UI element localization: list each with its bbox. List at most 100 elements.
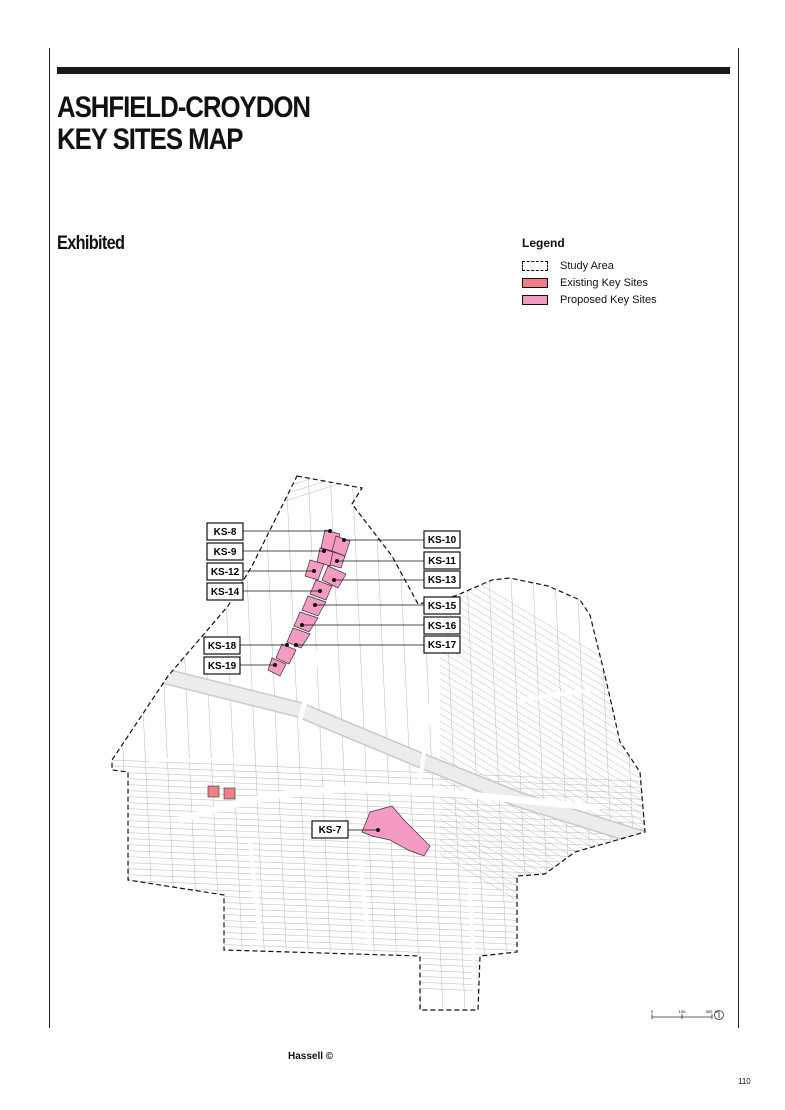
label-ks-18: KS-18 [203,636,241,655]
footer-credit: Hassell © [288,1051,334,1062]
scale-tick-label: 150 [679,1009,686,1014]
parcel-line [263,476,290,1010]
street [248,839,262,941]
parcel-layer [112,476,645,1010]
street [519,688,591,702]
parcel-line [112,969,645,993]
street [418,639,442,781]
parcel-line [112,476,621,502]
parcel-line [439,678,645,812]
parcel-line [527,476,554,1010]
parcel-line [593,476,620,1010]
parcel-line [439,699,645,833]
site-ks-7 [361,805,431,857]
parcel-line [439,476,466,1010]
legend-title: Legend [522,236,565,250]
label-ks-10: KS-10 [423,530,461,549]
label-ks-13: KS-13 [423,570,461,589]
legend-label: Study Area [560,259,614,272]
parcel-line [439,706,645,840]
site-ks-13 [321,565,347,589]
parcel-line [439,580,645,714]
scale-tick-label: 0 [651,1009,654,1014]
parcel-line [112,963,645,987]
label-text: KS-12 [211,567,240,578]
label-text: KS-11 [428,556,456,567]
label-text: KS-18 [208,641,237,652]
parcel-line [395,476,422,1010]
parcel-line [112,831,645,855]
parcel-line [112,476,621,544]
parcel-line [571,476,598,1010]
label-text: KS-7 [319,825,342,836]
parcel-line [439,671,645,805]
page-margin-right [738,48,739,1028]
parcel-line [131,476,158,1010]
parcel-line [112,771,645,795]
parcel-line [175,476,202,1010]
legend-label: Proposed Key Sites [560,293,657,306]
legend-item-existing: Existing Key Sites [522,274,722,291]
existing-key-site [207,785,220,798]
parcel-line [439,650,645,784]
label-text: KS-14 [211,587,240,598]
parcel-line [112,476,621,495]
label-ks-12: KS-12 [206,562,244,581]
label-ks-8: KS-8 [206,522,244,541]
label-text: KS-10 [428,535,457,546]
parcel-line [307,476,334,1010]
parcel-line [439,601,645,735]
legend: Legend Study Area Existing Key Sites Pro… [522,236,722,308]
legend-item-proposed: Proposed Key Sites [522,291,722,308]
parcel-line [112,476,621,481]
proposed-key-sites-swatch [522,294,548,305]
label-ks-15: KS-15 [423,596,461,615]
site-ks-19 [267,657,287,677]
label-ks-14: KS-14 [206,582,244,601]
parcel-line [637,476,645,1010]
page-margin-left [49,48,50,1028]
parcel-line [112,759,645,783]
parcel-line [483,476,510,1010]
parcel-line [153,476,180,1010]
label-ks-19: KS-19 [203,656,241,675]
parcel-line [112,927,645,951]
study-area-swatch [522,260,548,271]
main-road [178,784,601,824]
label-text: KS-15 [428,601,457,612]
parcel-line [112,903,645,927]
label-ks-11: KS-11 [423,551,461,570]
parcel-line [112,849,645,873]
parcel-line [112,476,621,509]
scale-bar: 0 150 300 m [651,1009,719,1019]
parcel-line [112,873,645,897]
parcel-line [439,692,645,826]
parcel-line [112,861,645,885]
parcel-line [439,657,645,791]
railway-corridor-fill [112,653,645,857]
existing-key-site [223,787,236,800]
parcel-line [439,685,645,819]
legend-item-study-area: Study Area [522,257,722,274]
parcel-line [112,939,645,963]
label-text: KS-13 [428,575,457,586]
parcel-line [112,476,621,558]
parcel-line [505,476,532,1010]
parcel-line [439,559,645,693]
parcel-line [112,897,645,921]
label-ks-16: KS-16 [423,616,461,635]
parcel-line [112,945,645,969]
legend-label: Existing Key Sites [560,276,649,289]
parcel-line [112,933,645,957]
parcel-line [112,957,645,981]
parcel-line [112,915,645,939]
north-arrow-icon [714,1010,724,1020]
parcel-line [112,837,645,861]
title-line-1: ASHFIELD-CROYDON [57,91,311,124]
parcel-line [112,879,645,903]
page-subtitle: Exhibited [57,233,125,254]
label-ks-9: KS-9 [206,542,244,561]
parcel-line [112,909,645,933]
street [358,859,372,951]
